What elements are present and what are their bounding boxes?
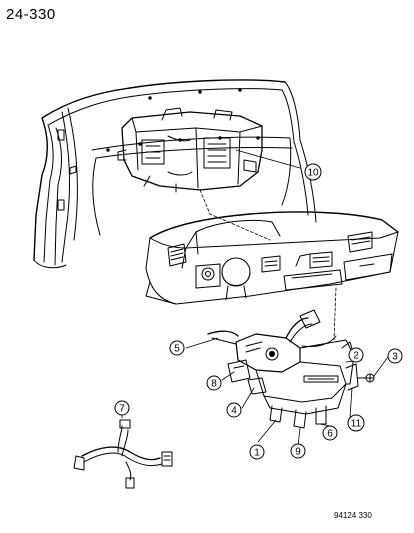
installation-dashed-line [333, 287, 337, 341]
callout-leaders [121, 337, 389, 447]
figure-code: 94124 330 [334, 511, 372, 520]
svg-text:2: 2 [353, 351, 359, 362]
svg-text:11: 11 [351, 419, 362, 430]
callout-4: 4 [226, 402, 242, 418]
callout-11: 11 [347, 414, 365, 432]
svg-text:10: 10 [307, 168, 319, 179]
hvac-housing [117, 107, 301, 241]
heater-ac-control-assembly [207, 309, 375, 429]
callout-9: 9 [290, 443, 306, 459]
callout-3: 3 [387, 348, 403, 364]
callout-6: 6 [322, 425, 338, 441]
svg-text:7: 7 [119, 404, 125, 415]
instrument-panel [145, 211, 399, 305]
svg-text:9: 9 [295, 447, 301, 458]
callout-10: 10 [304, 163, 322, 181]
callout-7: 7 [114, 400, 130, 416]
callout-8: 8 [206, 375, 222, 391]
svg-text:4: 4 [231, 406, 237, 417]
callout-2: 2 [348, 347, 364, 363]
callout-5: 5 [169, 340, 185, 356]
svg-text:1: 1 [254, 448, 260, 459]
svg-text:6: 6 [327, 429, 333, 440]
svg-text:8: 8 [211, 379, 217, 390]
wiring-harness [73, 419, 173, 489]
page-number: 24-330 [6, 6, 56, 23]
callout-1: 1 [249, 444, 265, 460]
vehicle-body-outline [33, 79, 317, 269]
svg-text:3: 3 [392, 352, 398, 363]
svg-text:5: 5 [174, 344, 180, 355]
